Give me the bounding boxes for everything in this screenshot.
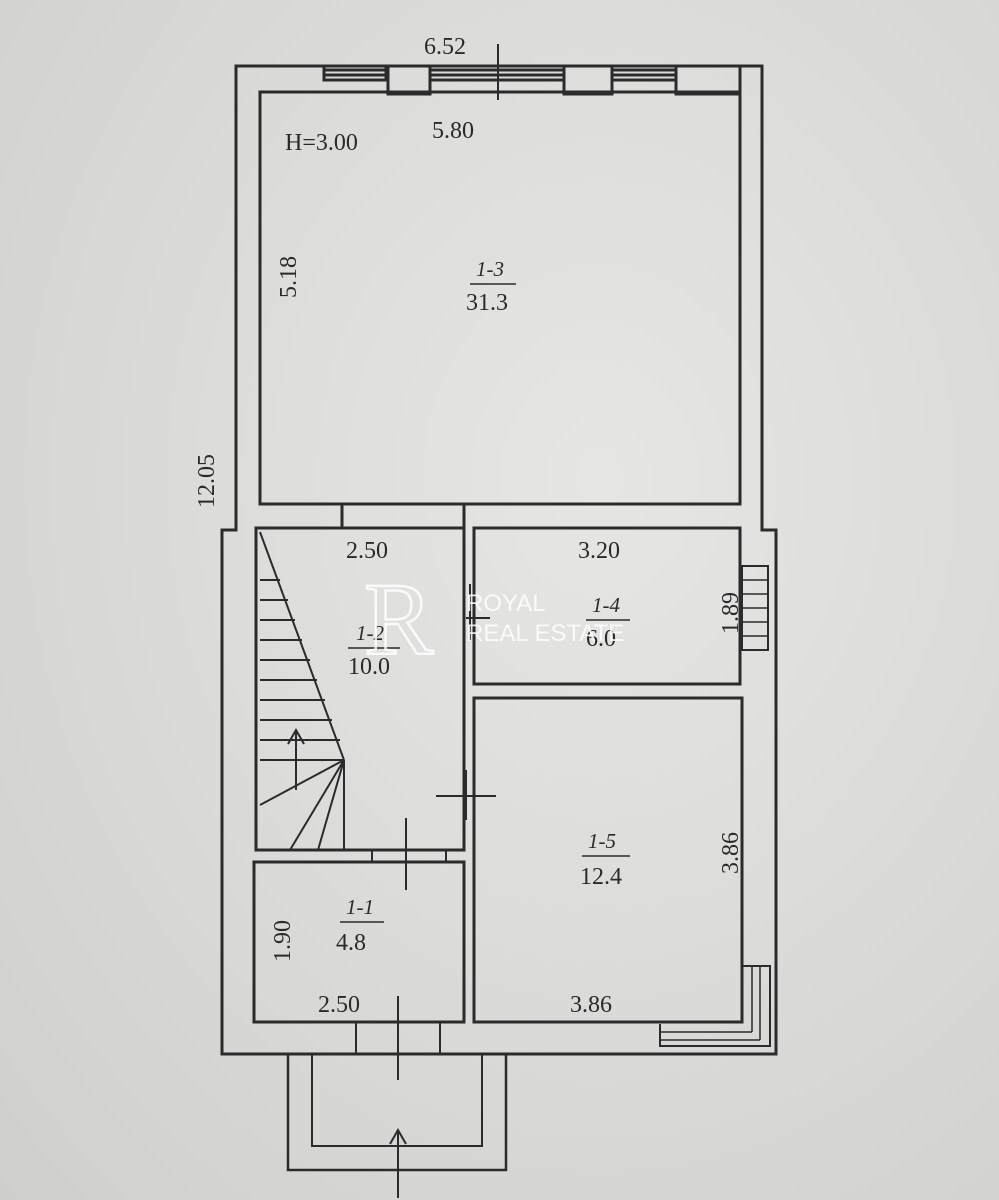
room-1-4 — [472, 526, 742, 686]
dimension-outer-left: 12.05 — [194, 454, 220, 508]
room-1-4-id: 1-4 — [592, 593, 620, 617]
dimension-room14-height: 1.89 — [718, 592, 744, 634]
dimension-room11-height: 1.90 — [270, 920, 296, 962]
room-1-3-id: 1-3 — [476, 257, 504, 281]
window — [322, 64, 388, 82]
dimension-room14-width: 3.20 — [578, 538, 620, 564]
watermark: R ROYAL REAL ESTATE — [363, 561, 625, 679]
dimension-room15-bottom: 3.86 — [570, 992, 612, 1018]
room-1-5-area: 12.4 — [580, 864, 622, 890]
window — [610, 64, 678, 82]
staircase — [259, 531, 345, 851]
dimension-room13-height: 5.18 — [276, 256, 302, 298]
dimension-room15-height: 3.86 — [718, 832, 744, 874]
room-1-5-id: 1-5 — [588, 829, 616, 853]
dimension-room12-width: 2.50 — [346, 538, 388, 564]
dimension-room13-width: 5.80 — [432, 118, 474, 144]
outer-wall — [220, 64, 778, 1056]
watermark-line1: ROYAL — [466, 590, 546, 617]
room-1-1-id: 1-1 — [346, 895, 374, 919]
dimension-room11-bottom: 2.50 — [318, 992, 360, 1018]
watermark-line2: REAL ESTATE — [466, 620, 624, 647]
room-1-1-area: 4.8 — [336, 930, 366, 956]
room-1-2-id: 1-2 — [356, 621, 384, 645]
dimension-outer-top: 6.52 — [424, 34, 466, 60]
height-note: H=3.00 — [285, 130, 358, 156]
room-1-4-area: 6.0 — [586, 626, 616, 652]
room-1-2 — [254, 526, 466, 852]
watermark-logo-letter: R — [364, 562, 434, 677]
room-1-3 — [258, 90, 742, 506]
room-1-5 — [472, 696, 744, 1024]
room-1-2-area: 10.0 — [348, 654, 390, 680]
room-1-3-area: 31.3 — [466, 290, 508, 316]
